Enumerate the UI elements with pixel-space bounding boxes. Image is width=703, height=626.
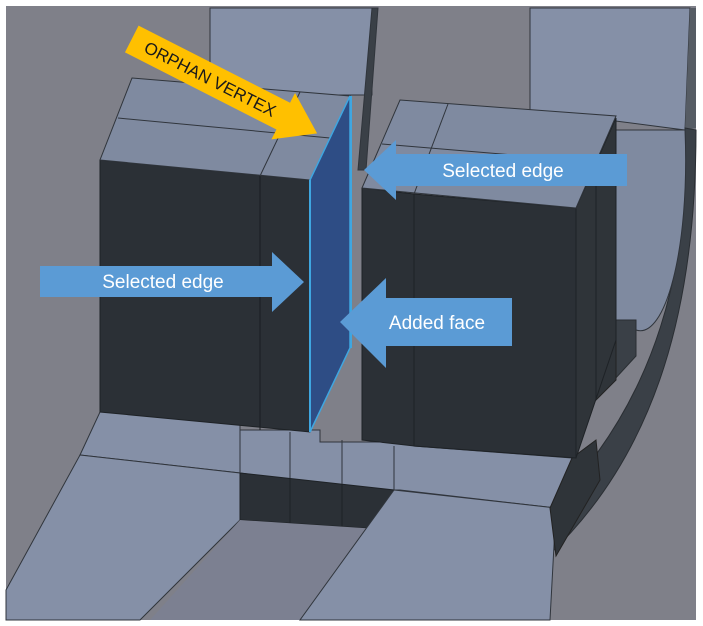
selected-edge-left-label: Selected edge (102, 272, 224, 293)
selected-edge-left-arrow (40, 252, 304, 312)
orphan-vertex-arrow (124, 25, 318, 140)
right-block (361, 99, 617, 459)
selected-edge-top-arrow (364, 140, 627, 200)
added-face-arrow (340, 278, 512, 368)
back-channel (209, 7, 696, 171)
selected-edge-top-label: Selected edge (442, 161, 564, 182)
added-face-label: Added face (389, 313, 485, 334)
selected-edge-top-callout: Selected edge (364, 140, 627, 200)
selected-edge-left-callout: Selected edge (40, 252, 304, 312)
added-face-callout: Added face (340, 278, 512, 368)
floor (5, 411, 601, 621)
